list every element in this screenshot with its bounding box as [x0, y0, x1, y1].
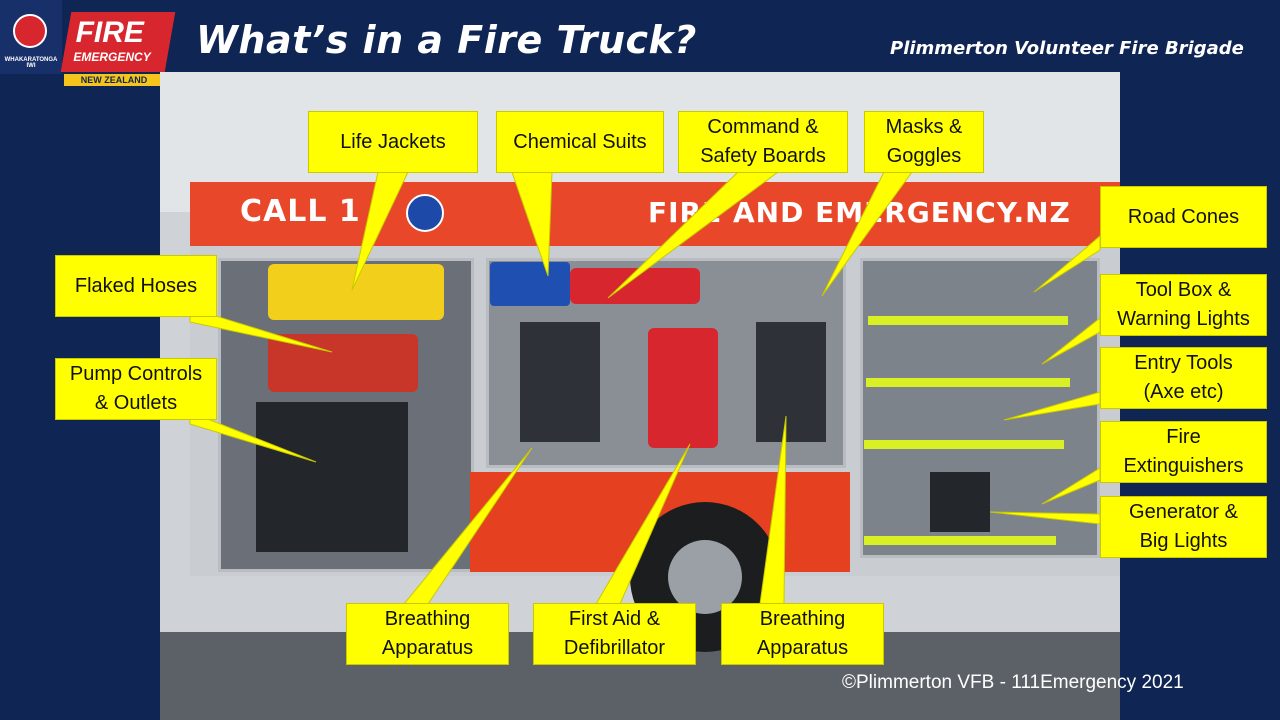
callout-command-boards: Command & Safety Boards [678, 111, 848, 173]
pointer-life-jackets [351, 171, 409, 291]
callout-toolbox-line2: Warning Lights [1117, 308, 1250, 330]
callout-generator: Generator & Big Lights [1100, 496, 1267, 558]
pointer-entry-tools [1003, 391, 1101, 421]
first-aid-bag [648, 328, 718, 448]
callout-road-cones: Road Cones [1100, 186, 1267, 248]
crest-text: WHAKARATONGA IWI [4, 57, 58, 69]
callout-life-jackets: Life Jackets [308, 111, 478, 173]
callout-breathing-apparatus-1: Breathing Apparatus [346, 603, 509, 665]
brigade-subtitle: Plimmerton Volunteer Fire Brigade [890, 38, 1244, 59]
callout-ba2-line1: Breathing [759, 608, 846, 630]
callout-first-aid: First Aid & Defibrillator [533, 603, 696, 665]
shelf-3 [864, 440, 1064, 449]
chemical-suit-bag [490, 262, 570, 306]
logo-country-text: NEW ZEALAND [64, 74, 164, 86]
shelf-1 [868, 316, 1068, 325]
pointer-ba-2 [759, 415, 787, 605]
pointer-toolbox [1041, 316, 1101, 365]
pump-panel [256, 402, 408, 552]
callout-toolbox-line1: Tool Box & [1135, 279, 1232, 301]
callout-pump-controls: Pump Controls & Outlets [55, 358, 217, 420]
pointer-chemical-suits [511, 171, 553, 277]
copyright-text: ©Plimmerton VFB - 111Emergency 2021 [842, 672, 1184, 693]
callout-firstaid-line1: First Aid & [568, 608, 661, 630]
pointer-generator [989, 511, 1101, 525]
callout-flaked-hoses: Flaked Hoses [55, 255, 217, 317]
wheel-hub [668, 540, 742, 614]
callout-ext-line1: Fire [1166, 426, 1201, 448]
callout-entry-line1: Entry Tools [1134, 352, 1233, 374]
callout-command-line2: Safety Boards [700, 145, 826, 167]
page-title: What’s in a Fire Truck? [196, 18, 697, 62]
callout-entry-tools: Entry Tools (Axe etc) [1100, 347, 1267, 409]
generator [930, 472, 990, 532]
callout-firstaid-line2: Defibrillator [563, 637, 666, 659]
callout-ext-line2: Extinguishers [1123, 455, 1244, 477]
truck-roof-panel [190, 182, 1120, 246]
callout-chemical-suits: Chemical Suits [496, 111, 664, 173]
callout-road-cones-text: Road Cones [1127, 205, 1240, 228]
breathing-apparatus-2 [756, 322, 826, 442]
pointer-command-boards [607, 171, 780, 299]
callout-gen-line1: Generator & [1129, 501, 1238, 523]
pointer-ba-1 [402, 447, 533, 605]
callout-pump-line2: & Outlets [94, 392, 178, 414]
pointer-masks [821, 171, 913, 297]
callout-flaked-hoses-text: Flaked Hoses [74, 274, 198, 297]
callout-ba1-line1: Breathing [384, 608, 471, 630]
callout-masks-line2: Goggles [886, 145, 962, 167]
pointer-extinguishers [1041, 467, 1101, 505]
callout-ba1-line2: Apparatus [381, 637, 474, 659]
callout-gen-line2: Big Lights [1139, 530, 1228, 552]
callout-toolbox: Tool Box & Warning Lights [1100, 274, 1267, 336]
callout-chemical-suits-text: Chemical Suits [513, 130, 647, 153]
breathing-apparatus-1 [520, 322, 600, 442]
pointer-road-cones [1033, 234, 1101, 293]
callout-breathing-apparatus-2: Breathing Apparatus [721, 603, 884, 665]
shelf-2 [866, 378, 1070, 387]
callout-entry-line2: (Axe etc) [1143, 381, 1224, 403]
callout-masks-goggles: Masks & Goggles [864, 111, 984, 173]
callout-command-line1: Command & [707, 116, 819, 138]
callout-masks-line1: Masks & [885, 116, 963, 138]
callout-pump-line1: Pump Controls [69, 363, 203, 385]
callout-extinguishers: Fire Extinguishers [1100, 421, 1267, 483]
shelf-4 [864, 536, 1056, 545]
callout-life-jackets-text: Life Jackets [340, 130, 446, 153]
pointer-first-aid [595, 443, 691, 605]
callout-ba2-line2: Apparatus [756, 637, 849, 659]
fenz-crest-logo: WHAKARATONGA IWI [0, 0, 62, 74]
crest-emblem-icon [13, 14, 47, 48]
medical-badge-icon [406, 194, 444, 232]
roof-text-left: CALL 1 [240, 194, 361, 229]
